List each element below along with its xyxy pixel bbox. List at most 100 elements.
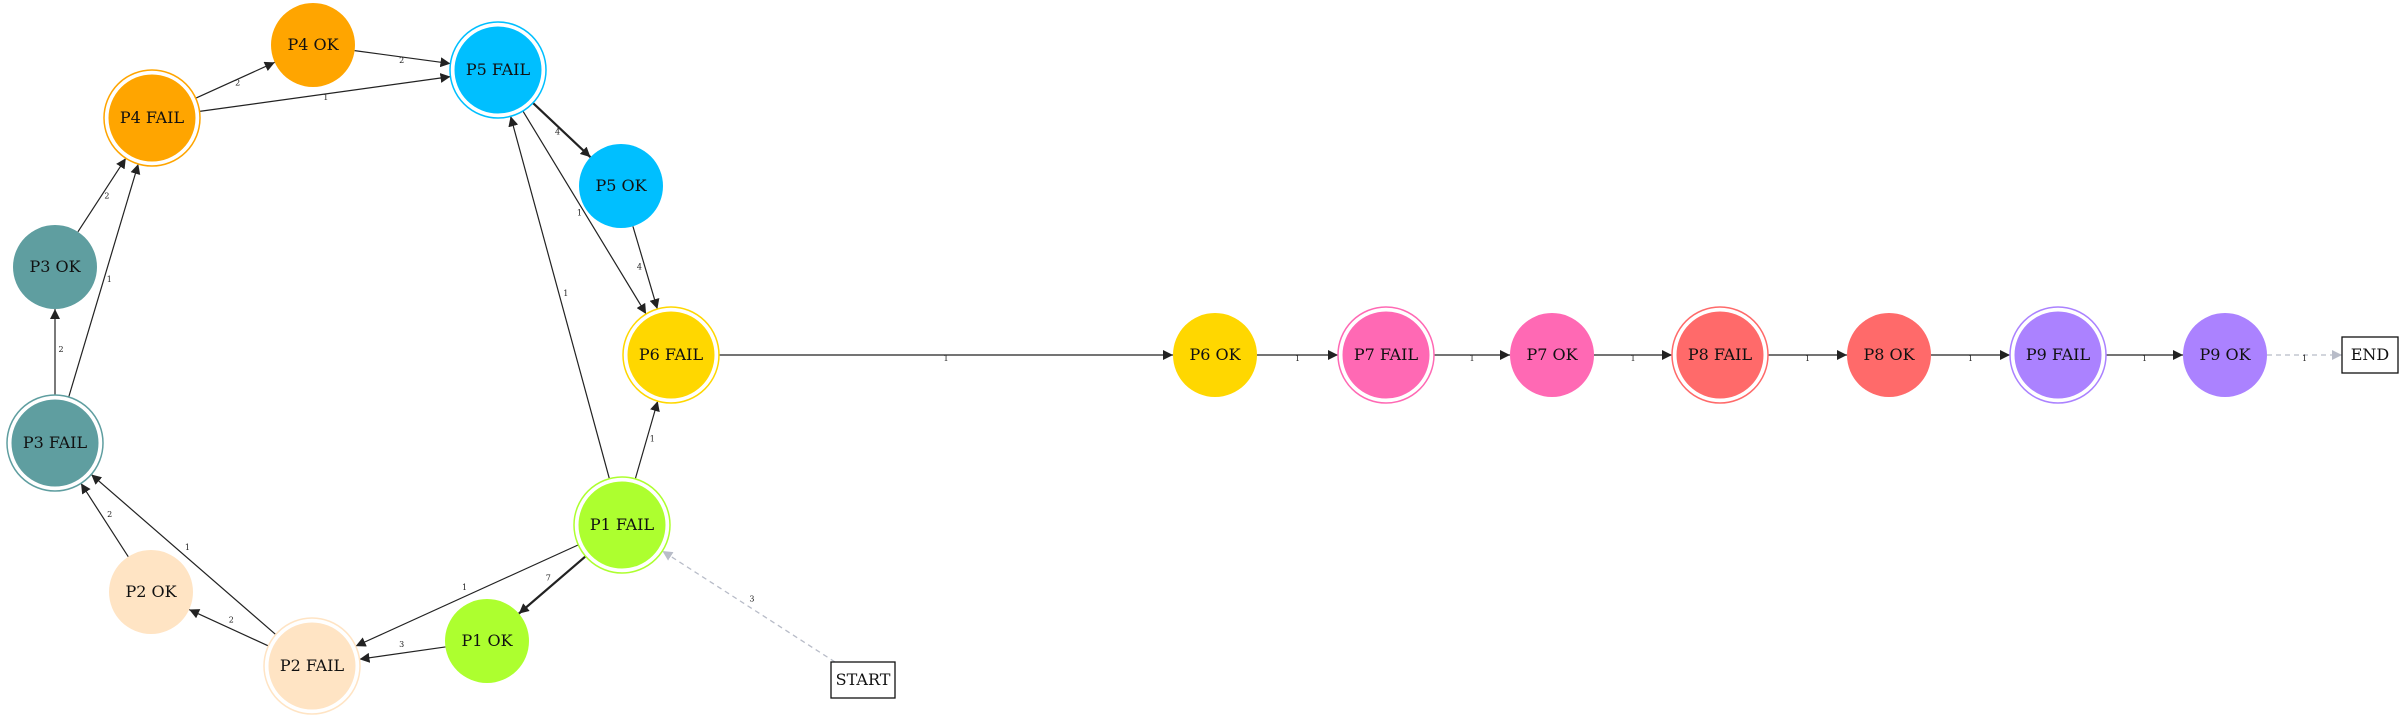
edge-line — [508, 116, 610, 479]
edge-label: 7 — [546, 573, 551, 582]
node-fill — [578, 481, 666, 569]
edge-p1-fail-to-p6-fail: 1 — [634, 400, 660, 480]
edge-p9-ok-to-end: 1 — [2267, 350, 2342, 363]
node-label: END — [2351, 345, 2390, 364]
edge-line — [532, 102, 592, 158]
edge-label: 1 — [1469, 354, 1474, 363]
node-fill — [1847, 313, 1931, 397]
node-label: P2 FAIL — [280, 656, 345, 675]
edge-label: 1 — [943, 354, 948, 363]
node-label: P5 OK — [595, 176, 647, 195]
node-fill — [627, 311, 715, 399]
edge-p1-ok-to-p2-fail: 3 — [359, 640, 446, 663]
edge-line — [632, 226, 660, 310]
node-outer-ring — [449, 21, 547, 119]
node-label: P9 OK — [2199, 345, 2251, 364]
node-outer-ring — [6, 394, 104, 492]
edge-p6-fail-to-p6-ok: 1 — [719, 350, 1173, 363]
edge-label: 1 — [1805, 354, 1810, 363]
edge-p6-ok-to-p7-fail: 1 — [1257, 350, 1338, 363]
node-label: P3 FAIL — [23, 433, 88, 452]
edge-line — [80, 483, 129, 558]
node-p3-fail: P3 FAIL — [6, 394, 104, 492]
node-outer-ring — [1671, 306, 1769, 404]
edge-p5-fail-to-p5-ok: 4 — [532, 102, 592, 158]
node-p7-ok: P7 OK — [1510, 313, 1594, 397]
node-outer-ring — [2009, 306, 2107, 404]
edge-label: 3 — [399, 640, 404, 649]
edge-p4-ok-to-p5-fail: 2 — [354, 50, 451, 68]
node-end: END — [2341, 336, 2399, 374]
edge-label: 2 — [229, 615, 234, 624]
node-p6-ok: P6 OK — [1173, 313, 1257, 397]
edge-label: 1 — [2142, 354, 2147, 363]
edge-label: 4 — [555, 127, 560, 136]
node-label: P8 FAIL — [1688, 345, 1753, 364]
node-p8-ok: P8 OK — [1847, 313, 1931, 397]
edge-line — [359, 646, 446, 663]
edge-line — [662, 550, 836, 663]
edge-line — [90, 474, 277, 635]
edge-label: 1 — [323, 93, 328, 102]
node-p4-fail: P4 FAIL — [103, 69, 201, 167]
edge-label: 1 — [107, 275, 112, 284]
node-p4-ok: P4 OK — [271, 3, 355, 87]
edge-line — [77, 157, 127, 233]
edge-label: 2 — [235, 79, 240, 88]
edge-p5-fail-to-p6-fail: 1 — [522, 110, 647, 315]
edge-label: 4 — [637, 262, 642, 271]
node-outer-ring — [103, 69, 201, 167]
node-p3-ok: P3 OK — [13, 225, 97, 309]
edge-label: 1 — [185, 543, 190, 552]
node-label: START — [836, 670, 891, 689]
edge-line — [188, 608, 269, 647]
edge-label: 1 — [1295, 354, 1300, 363]
node-p2-ok: P2 OK — [109, 550, 193, 634]
node-fill — [11, 399, 99, 487]
node-fill — [13, 225, 97, 309]
node-p9-ok: P9 OK — [2183, 313, 2267, 397]
edge-label: 2 — [104, 191, 109, 200]
edge-label: 1 — [1968, 354, 1973, 363]
node-label: P6 FAIL — [639, 345, 704, 364]
node-outer-ring — [1337, 306, 1435, 404]
node-fill — [268, 622, 356, 710]
edge-p7-fail-to-p7-ok: 1 — [1434, 350, 1510, 363]
node-outer-ring — [622, 306, 720, 404]
edge-label: 1 — [462, 583, 467, 592]
edge-p3-fail-to-p3-ok: 2 — [50, 309, 64, 395]
edge-p2-fail-to-p2-ok: 2 — [188, 608, 269, 647]
edge-line — [634, 400, 660, 480]
node-label: P7 FAIL — [1354, 345, 1419, 364]
edge-label: 1 — [577, 209, 582, 218]
edge-label: 2 — [58, 345, 63, 354]
node-p1-fail: P1 FAIL — [573, 476, 671, 574]
node-box — [2341, 336, 2399, 374]
edge-line — [518, 555, 587, 615]
node-p9-fail: P9 FAIL — [2009, 306, 2107, 404]
edge-label: 2 — [107, 510, 112, 519]
edge-p3-ok-to-p4-fail: 2 — [77, 157, 127, 233]
edge-p8-ok-to-p9-fail: 1 — [1931, 350, 2010, 363]
node-p5-ok: P5 OK — [579, 144, 663, 228]
node-p5-fail: P5 FAIL — [449, 21, 547, 119]
edge-line — [522, 110, 647, 315]
node-p6-fail: P6 FAIL — [622, 306, 720, 404]
node-fill — [2014, 311, 2102, 399]
edge-p2-fail-to-p3-fail: 1 — [90, 474, 277, 635]
node-fill — [454, 26, 542, 114]
node-fill — [579, 144, 663, 228]
node-label: P9 FAIL — [2026, 345, 2091, 364]
edge-line — [355, 544, 579, 647]
node-fill — [1676, 311, 1764, 399]
node-fill — [1173, 313, 1257, 397]
edge-p1-fail-to-p5-fail: 1 — [508, 116, 610, 479]
node-label: P5 FAIL — [466, 60, 531, 79]
node-label: P7 OK — [1526, 345, 1578, 364]
edge-line — [199, 73, 451, 112]
node-fill — [271, 3, 355, 87]
node-label: P4 OK — [287, 35, 339, 54]
